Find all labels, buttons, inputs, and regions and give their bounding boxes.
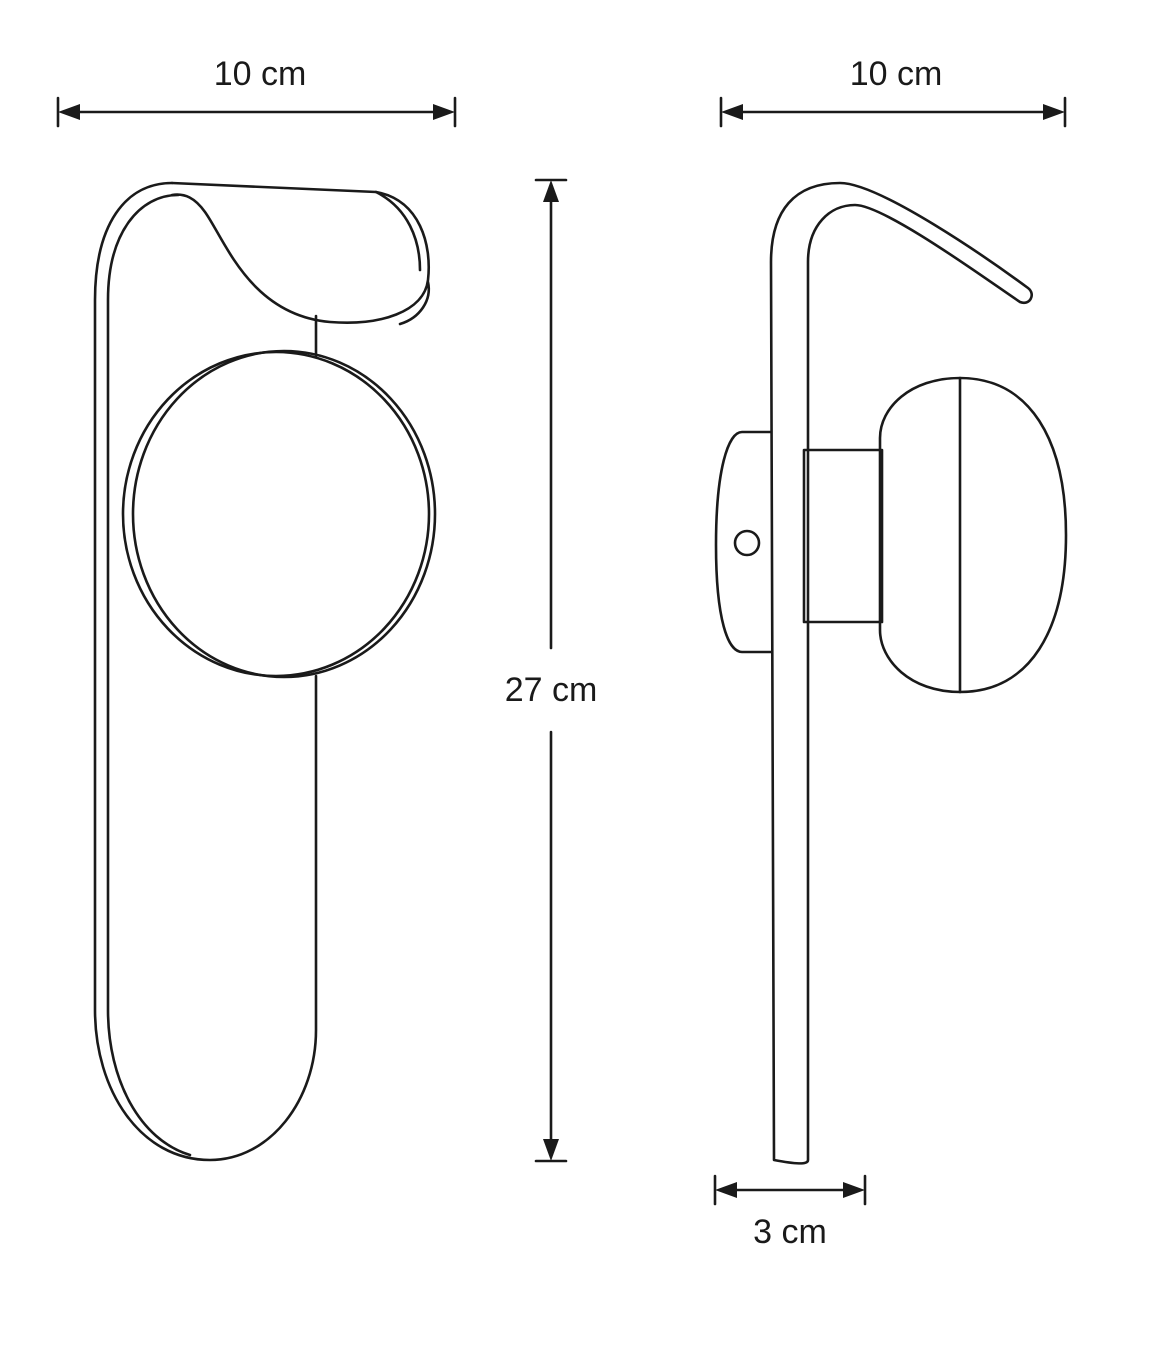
side-neck xyxy=(802,448,884,624)
label-side-width: 10 cm xyxy=(843,55,949,93)
back-plate-outer xyxy=(93,181,318,1162)
label-front-width: 10 cm xyxy=(207,55,313,93)
dimension-front-width xyxy=(56,96,457,128)
front-view xyxy=(93,181,437,1162)
dimension-depth xyxy=(713,1174,867,1206)
side-plate-outer xyxy=(769,181,1033,1165)
hook-top xyxy=(170,181,430,324)
back-plate-inner xyxy=(106,193,192,1157)
side-screw xyxy=(733,529,761,557)
side-rosette xyxy=(714,430,773,654)
dimension-side-width xyxy=(719,96,1067,128)
knob-face xyxy=(131,349,437,679)
side-view xyxy=(714,181,1068,1165)
knob-back xyxy=(121,350,431,678)
label-height: 27 cm xyxy=(498,671,604,709)
dimension-height xyxy=(534,178,568,1163)
label-depth: 3 cm xyxy=(747,1213,833,1251)
side-knob xyxy=(878,376,1068,694)
